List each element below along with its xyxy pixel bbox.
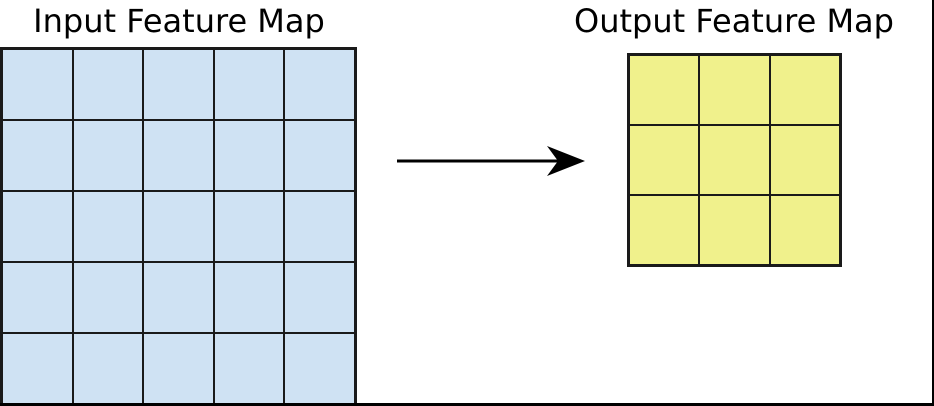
grid-cell [629,55,700,125]
grid-cell [769,55,840,125]
grid-cell [2,333,73,403]
output-feature-map-title: Output Feature Map [574,2,894,40]
grid-cell [769,195,840,265]
grid-cell [213,191,285,262]
output-feature-map-grid [627,53,842,267]
grid-cell [769,125,840,195]
grid-cell [72,333,144,403]
grid-cell [72,262,144,333]
grid-cell [629,195,700,265]
grid-cell [72,191,144,262]
grid-cell [699,55,770,125]
grid-cell [699,125,770,195]
grid-cell [699,195,770,265]
input-feature-map-title: Input Feature Map [33,2,325,40]
input-feature-map-grid [0,47,357,403]
grid-cell [2,262,73,333]
grid-cell [72,49,144,120]
grid-cell [284,333,355,403]
grid-cell [213,262,285,333]
right-arrow-icon [397,146,585,176]
grid-cell [2,191,73,262]
grid-cell [213,333,285,403]
grid-cell [629,125,700,195]
grid-cell [284,49,355,120]
grid-cell [213,49,285,120]
grid-cell [284,120,355,191]
grid-cell [284,191,355,262]
grid-cell [143,333,214,403]
grid-cell [143,262,214,333]
grid-cell [2,49,73,120]
grid-cell [284,262,355,333]
grid-cell [72,120,144,191]
grid-cell [143,191,214,262]
grid-cell [213,120,285,191]
arrow-head [547,146,585,176]
grid-cell [2,120,73,191]
grid-cell [143,120,214,191]
grid-cell [143,49,214,120]
